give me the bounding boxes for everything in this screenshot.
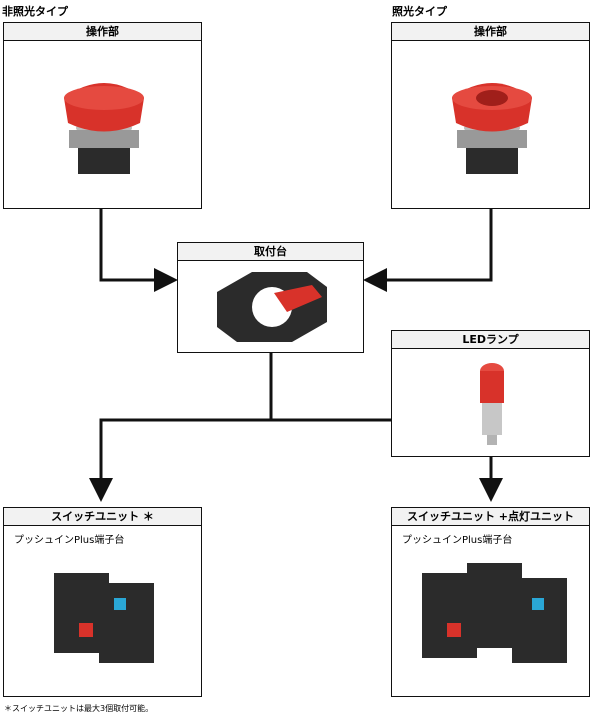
push-in-plus-terminal-label-right: プッシュインPlus端子台: [402, 535, 513, 546]
wire-right-operator-to-mount: [363, 209, 493, 292]
switch-unit-image: [54, 573, 154, 663]
led-lamp-image: [480, 363, 504, 445]
mushroom-button-image: [64, 83, 144, 174]
mount-box-header: 取付台: [178, 243, 363, 261]
operator-box-left-header: 操作部: [4, 23, 201, 41]
illuminated-mushroom-button-image: [452, 83, 532, 174]
push-in-plus-terminal-label-left: プッシュインPlus端子台: [14, 535, 125, 546]
switch-unit-box-right-header: スイッチユニット +点灯ユニット: [392, 508, 589, 526]
illuminated-type-title: 照光タイプ: [392, 5, 447, 18]
switch-unit-box-right: スイッチユニット +点灯ユニット プッシュインPlus端子台: [391, 507, 590, 697]
footnote: ＊スイッチユニットは最大3個取付可能。: [4, 704, 154, 713]
switch-and-lamp-unit-image: [422, 563, 567, 663]
switch-unit-box-left-header: スイッチユニット ＊: [4, 508, 201, 526]
switch-unit-box-left: スイッチユニット ＊ プッシュインPlus端子台: [3, 507, 202, 697]
mount-box: 取付台: [177, 242, 364, 353]
operator-box-left: 操作部: [3, 22, 202, 209]
operator-box-right-header: 操作部: [392, 23, 589, 41]
led-box-header: LEDランプ: [392, 331, 589, 349]
wire-mount-to-switch-left: [89, 353, 273, 502]
led-box: LEDランプ: [391, 330, 590, 457]
operator-box-right: 操作部: [391, 22, 590, 209]
mounting-latch-image: [217, 272, 327, 342]
non-illuminated-type-title: 非照光タイプ: [2, 5, 68, 18]
wire-left-operator-to-mount: [99, 209, 178, 292]
